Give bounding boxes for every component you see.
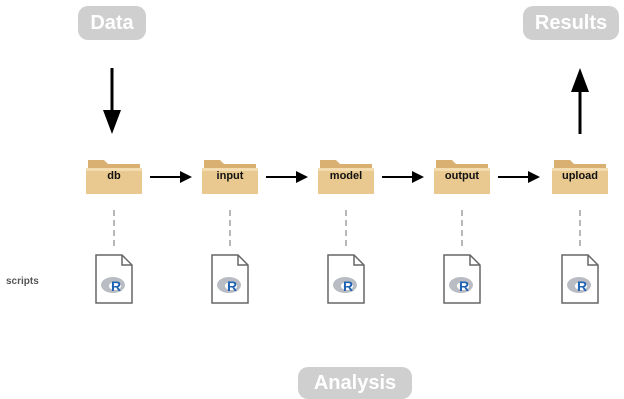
folder-label: db — [107, 170, 121, 182]
results-label: Results — [523, 6, 619, 40]
analysis-label: Analysis — [298, 367, 412, 399]
folder-label: input — [216, 170, 244, 182]
results-out-arrow — [571, 68, 589, 134]
folder-input: input — [202, 156, 258, 196]
dashed-connector — [345, 210, 347, 246]
folder-label: output — [444, 170, 480, 182]
data-label: Data — [78, 6, 146, 40]
folder-label: upload — [561, 170, 599, 182]
dashed-connector — [229, 210, 231, 246]
r-letter: R — [227, 278, 237, 294]
folder-icon — [202, 160, 258, 194]
r-script-icon: R — [443, 254, 481, 304]
folder-icon — [318, 160, 374, 194]
data-in-arrow — [103, 68, 121, 134]
flow-arrow — [498, 171, 540, 183]
flow-arrow — [150, 171, 192, 183]
folder-label: model — [329, 170, 363, 182]
flow-arrow — [266, 171, 308, 183]
folder-upload: upload — [552, 156, 608, 196]
folder-icon — [86, 160, 142, 194]
folder-model: model — [318, 156, 374, 196]
r-script-icon: R — [211, 254, 249, 304]
r-script-icon: R — [561, 254, 599, 304]
folder-db: db — [86, 156, 142, 196]
r-letter: R — [577, 278, 587, 294]
r-letter: R — [459, 278, 469, 294]
r-letter: R — [111, 278, 121, 294]
dashed-connector — [461, 210, 463, 246]
scripts-label: scripts — [6, 276, 39, 287]
flow-arrow — [382, 171, 424, 183]
folder-icon — [552, 160, 608, 194]
r-letter: R — [343, 278, 353, 294]
folder-icon — [434, 160, 490, 194]
dashed-connector — [113, 210, 115, 246]
r-script-icon: R — [327, 254, 365, 304]
folder-output: output — [434, 156, 490, 196]
r-script-icon: R — [95, 254, 133, 304]
dashed-connector — [579, 210, 581, 246]
